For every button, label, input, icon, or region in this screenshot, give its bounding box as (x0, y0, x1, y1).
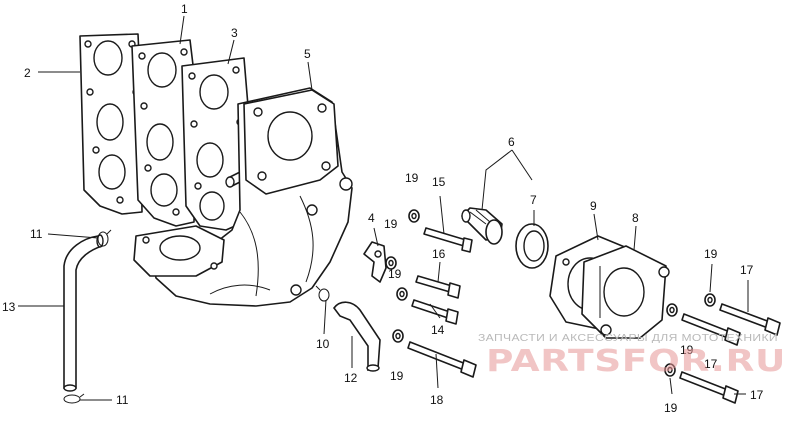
callout-1: 1 (181, 2, 188, 16)
washer-19-f (666, 303, 678, 317)
callout-labels: 1 2 3 5 11 13 11 10 12 4 19 19 19 19 15 … (2, 2, 764, 415)
bolt-17-a (719, 303, 781, 336)
washer-19-b (385, 256, 397, 270)
thermostat-6 (461, 207, 503, 245)
callout-11-upper: 11 (30, 227, 43, 241)
callout-13: 13 (2, 300, 16, 314)
callout-19-a: 19 (405, 171, 419, 185)
leader-lines (18, 15, 749, 401)
callout-19-g: 19 (664, 401, 678, 415)
manifold-5 (133, 87, 353, 307)
bolt-14 (411, 299, 459, 325)
bracket-4 (363, 241, 387, 283)
callout-19-e: 19 (704, 247, 718, 261)
callout-17-a: 17 (740, 263, 754, 277)
callout-19-d: 19 (390, 369, 404, 383)
callout-19-b: 19 (384, 217, 398, 231)
callout-4: 4 (368, 211, 375, 225)
watermark: ЗАПЧАСТИ И АКСЕССУАРЫ ДЛЯ МОТОТЕХНИКИ PA… (478, 333, 786, 379)
callout-14: 14 (431, 323, 445, 337)
watermark-logo: PARTSFOR.RU (486, 344, 786, 379)
callout-2: 2 (24, 66, 31, 80)
hose-13 (63, 234, 104, 392)
gasket-1 (131, 39, 197, 227)
callout-17-c: 17 (750, 388, 764, 402)
washer-19-e (704, 293, 716, 307)
seal-ring-7 (515, 223, 549, 269)
callout-11-lower: 11 (116, 393, 129, 407)
washer-19-d (392, 329, 404, 343)
washer-19-c (396, 287, 408, 301)
callout-19-f: 19 (680, 343, 694, 357)
hose-clip-upper (97, 229, 112, 247)
bolt-17-c (679, 371, 739, 404)
callout-15: 15 (432, 175, 446, 189)
callout-9: 9 (590, 199, 597, 213)
hose-12 (332, 301, 381, 372)
watermark-caption: ЗАПЧАСТИ И АКСЕССУАРЫ ДЛЯ МОТОТЕХНИКИ (478, 333, 778, 344)
callout-3: 3 (231, 26, 238, 40)
callout-7: 7 (530, 193, 537, 207)
callout-6: 6 (508, 135, 515, 149)
callout-10: 10 (316, 337, 330, 351)
callout-8: 8 (632, 211, 639, 225)
washer-19-g (664, 363, 676, 377)
bolt-18 (407, 341, 477, 378)
bolt-16 (415, 275, 461, 299)
bolt-15 (423, 227, 473, 253)
washer-19-a (408, 209, 420, 223)
bolt-17-b (681, 313, 741, 346)
hose-clip-10 (315, 285, 330, 302)
thermostat-cover-8 (581, 245, 670, 339)
callout-5: 5 (304, 47, 311, 61)
callout-17-b: 17 (704, 357, 718, 371)
callout-16: 16 (432, 247, 446, 261)
callout-18: 18 (430, 393, 444, 407)
callout-12: 12 (344, 371, 358, 385)
callout-19-c: 19 (388, 267, 402, 281)
hose-clip-lower (63, 393, 85, 404)
